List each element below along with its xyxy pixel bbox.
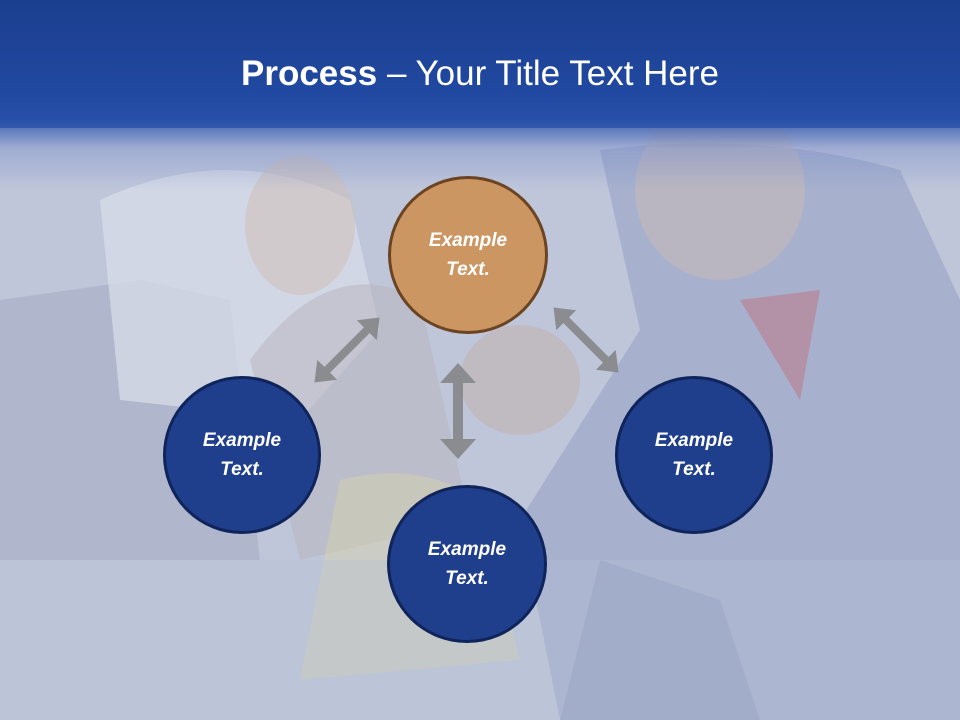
arrow-center-vertical [440, 363, 476, 459]
title-bar [0, 0, 960, 128]
node-right-line2: Text. [672, 459, 716, 480]
node-left-line2: Text. [220, 459, 264, 480]
node-bottom-line1: Example [427, 539, 507, 560]
slide-title-bold: Process [241, 54, 378, 93]
process-node-bottom[interactable]: Example Text. [387, 485, 547, 643]
slide-title[interactable]: Process – Your Title Text Here [0, 52, 960, 96]
process-node-right[interactable]: Example Text. [615, 376, 773, 534]
node-left-line1: Example [202, 430, 282, 451]
node-bottom-line2: Text. [445, 568, 489, 589]
slide-title-rest: – Your Title Text Here [377, 54, 719, 93]
arrow-top-left [314, 317, 380, 383]
arrow-top-right [553, 307, 619, 373]
node-top-line1: Example [428, 230, 508, 251]
process-node-top[interactable]: Example Text. [388, 176, 548, 334]
node-top-line2: Text. [446, 259, 490, 280]
node-right-line1: Example [654, 430, 734, 451]
process-node-left[interactable]: Example Text. [163, 376, 321, 534]
